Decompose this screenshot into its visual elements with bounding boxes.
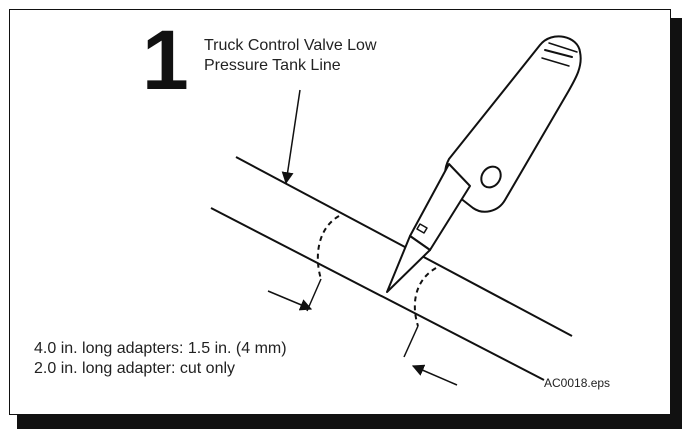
cut-line-right xyxy=(413,267,437,327)
dimension-arrow-right xyxy=(411,364,458,386)
file-reference: AC0018.eps xyxy=(544,376,611,390)
tube-upper-edge xyxy=(235,156,573,337)
callout-line-1: Truck Control Valve Low xyxy=(204,37,377,54)
tube-lower-edge xyxy=(210,207,545,381)
callout-leader-line xyxy=(281,89,301,185)
note-line-2: 2.0 in. long adapter: cut only xyxy=(34,360,236,377)
dimension-extension-right xyxy=(403,325,419,358)
cut-line-left xyxy=(316,215,340,280)
cut-notes: 4.0 in. long adapters: 1.5 in. (4 mm) 2.… xyxy=(34,339,287,379)
tube-illustration xyxy=(210,156,573,381)
callout-label: Truck Control Valve Low Pressure Tank Li… xyxy=(204,36,377,76)
dimension-arrow-left xyxy=(267,290,313,311)
callout-line-2: Pressure Tank Line xyxy=(204,57,341,74)
dimension-extension-left xyxy=(306,278,322,312)
utility-knife-icon xyxy=(386,35,582,293)
step-number: 1 xyxy=(142,13,189,107)
note-line-1: 4.0 in. long adapters: 1.5 in. (4 mm) xyxy=(34,340,287,357)
